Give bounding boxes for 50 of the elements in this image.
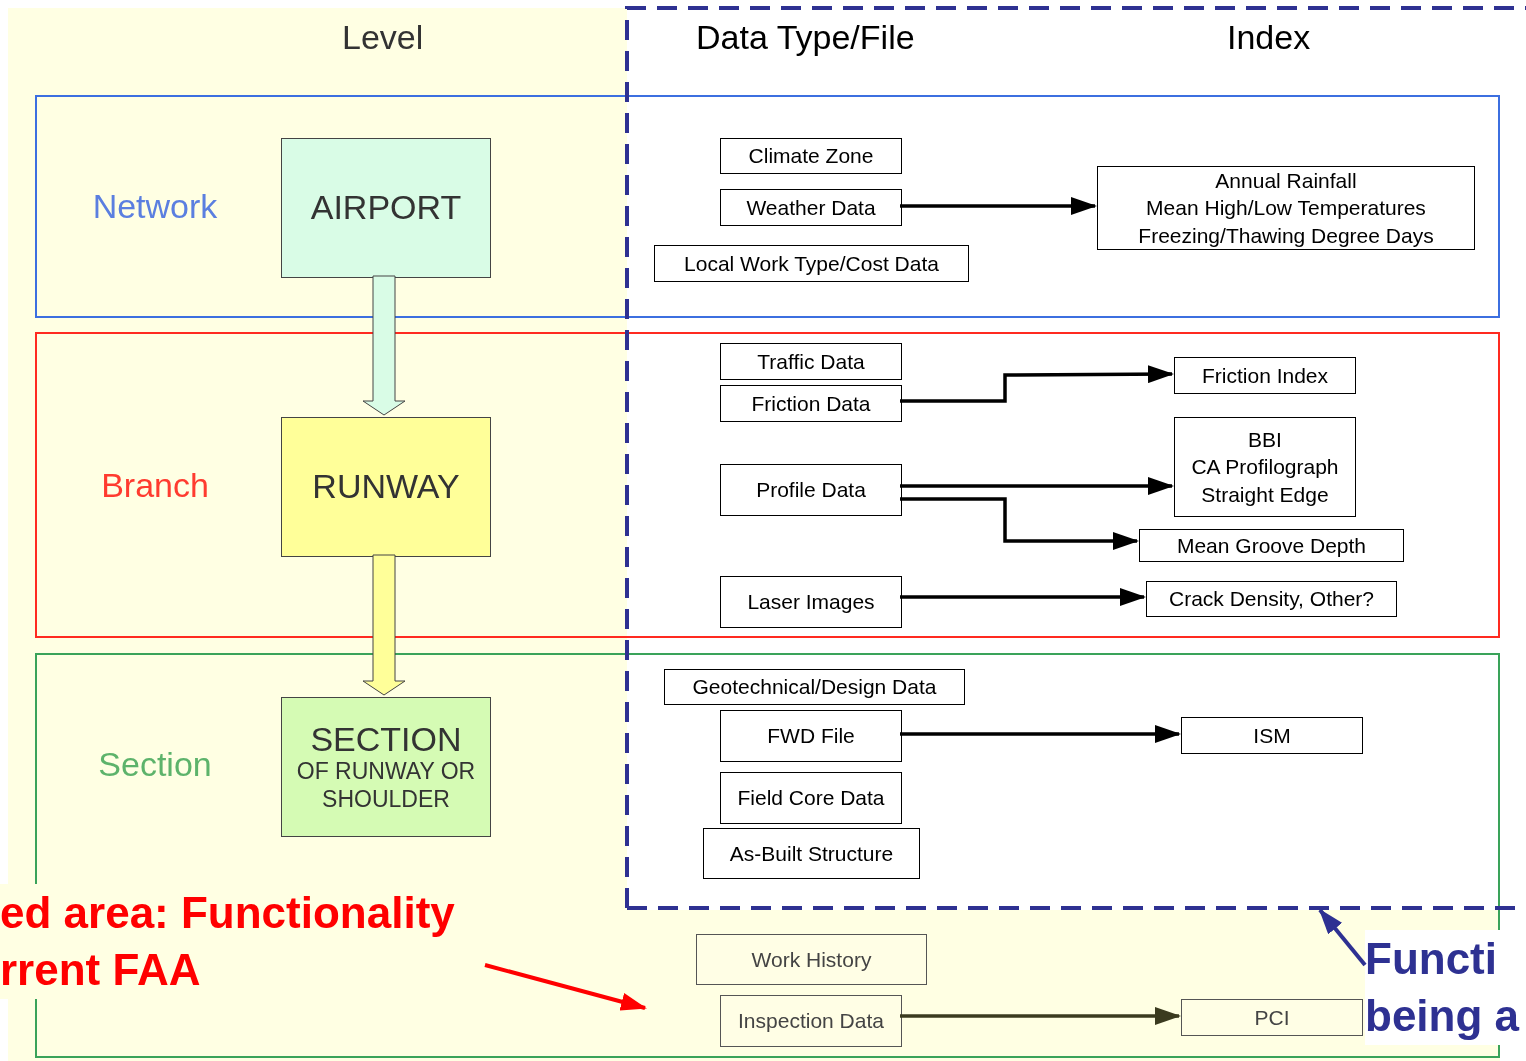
block-arrow: [362, 275, 406, 416]
data-box: As-Built Structure: [703, 828, 920, 879]
box-text: BBI: [1248, 427, 1282, 454]
level-band: [35, 95, 1500, 318]
data-box: Local Work Type/Cost Data: [654, 245, 969, 282]
level-box: RUNWAY: [281, 417, 491, 557]
box-title: SECTION: [310, 720, 462, 759]
column-heading: Data Type/File: [696, 18, 915, 57]
data-box: Field Core Data: [720, 772, 902, 824]
band-label: Network: [91, 187, 219, 226]
arrow: [900, 497, 1139, 550]
band-label: Section: [97, 745, 213, 784]
data-box: Friction Index: [1174, 357, 1356, 394]
band-label: Branch: [100, 466, 210, 505]
level-box: AIRPORT: [281, 138, 491, 278]
column-heading: Level: [342, 18, 424, 57]
box-text: CA Profilograph: [1191, 454, 1339, 481]
data-box: [1097, 166, 1475, 250]
data-box: Traffic Data: [720, 343, 902, 380]
arrow: [900, 725, 1181, 743]
arrow: [900, 1007, 1181, 1025]
block-arrow: [362, 554, 406, 696]
arrow: [484, 963, 647, 1011]
data-box: PCI: [1181, 999, 1363, 1036]
arrow: [900, 477, 1174, 495]
arrow: [1318, 908, 1367, 967]
box-text: Annual Rainfall: [1215, 168, 1357, 195]
data-box: Profile Data: [720, 464, 902, 516]
data-box: Geotechnical/Design Data: [664, 669, 965, 705]
level-box: [281, 697, 491, 837]
data-box: FWD File: [720, 710, 902, 762]
box-text: Freezing/Thawing Degree Days: [1138, 222, 1434, 249]
box-text: Mean High/Low Temperatures: [1146, 195, 1426, 222]
arrow: [900, 588, 1146, 606]
data-box: Climate Zone: [720, 138, 902, 174]
data-box: Inspection Data: [720, 995, 902, 1047]
data-box: ISM: [1181, 717, 1363, 754]
data-box: Weather Data: [720, 189, 902, 226]
data-box: Work History: [696, 934, 927, 985]
data-box: Laser Images: [720, 576, 902, 628]
data-box: [1174, 417, 1356, 517]
level-band: [35, 332, 1500, 638]
data-box: Mean Groove Depth: [1139, 529, 1404, 562]
data-box: Friction Data: [720, 385, 902, 422]
arrow: [900, 197, 1097, 215]
column-heading: Index: [1227, 18, 1311, 57]
box-text: Straight Edge: [1201, 481, 1329, 508]
box-subtitle: OF RUNWAY OR SHOULDER: [295, 758, 477, 814]
data-box: Crack Density, Other?: [1146, 581, 1397, 617]
arrow: [900, 365, 1174, 403]
